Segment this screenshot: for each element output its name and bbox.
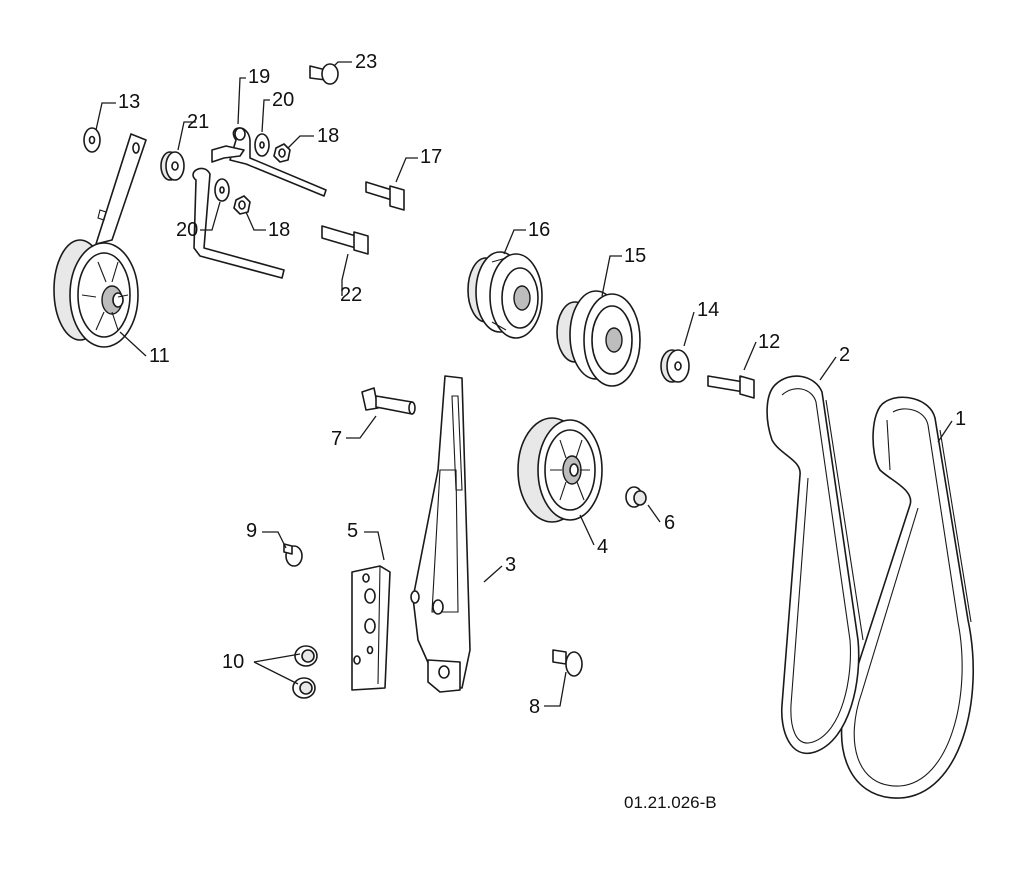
bolt-7 [361,387,416,415]
callout-4: 4 [597,536,608,558]
callout-20-upper: 20 [272,89,294,111]
callout-1: 1 [955,408,966,430]
callout-19: 19 [248,66,270,88]
v-pulley-16 [467,251,543,339]
nut-18-lower [233,195,251,215]
callout-labels: 1 2 3 4 5 6 7 8 9 10 11 12 13 14 15 16 1… [118,51,966,718]
bolt-17 [365,181,405,211]
idler-bracket-3 [410,375,471,693]
callout-11: 11 [149,345,170,367]
bracket-plate-5 [351,565,391,691]
idler-pulley-4 [517,417,603,523]
bolt-23 [309,63,339,85]
washer-20-upper [254,133,270,157]
nut-18-upper [273,143,291,163]
callout-8: 8 [529,696,540,718]
callout-15: 15 [624,245,646,267]
v-pulley-15 [556,290,641,387]
callout-2: 2 [839,344,850,366]
spacer-14 [660,349,690,383]
callout-7: 7 [331,428,342,450]
rod-19 [192,127,327,279]
bolt-22 [321,225,369,255]
callout-23: 23 [355,51,377,73]
spacer-21 [160,151,185,181]
belt-1 [840,396,974,799]
belt-2 [766,375,864,755]
diagram-reference-code: 01.21.026-B [624,793,717,812]
callout-17: 17 [420,146,442,168]
callout-16: 16 [528,219,550,241]
callout-12: 12 [758,331,780,353]
bolt-8 [552,649,583,677]
callout-22: 22 [340,284,362,306]
callout-6: 6 [664,512,675,534]
callout-9: 9 [246,520,257,542]
washer-20-lower [214,178,230,202]
flange-nut-6 [625,486,647,508]
callout-20-lower: 20 [176,219,198,241]
callout-13: 13 [118,91,140,113]
idler-arm-pulley-11 [53,133,147,348]
flange-nuts-10 [292,645,318,699]
callout-10: 10 [222,651,244,673]
leader-lines [95,61,953,707]
bolt-12 [707,375,755,399]
callout-18-lower: 18 [268,219,290,241]
callout-18-upper: 18 [317,125,339,147]
callout-5: 5 [347,520,358,542]
bolt-9 [283,543,303,567]
callout-14: 14 [697,299,719,321]
callout-21: 21 [187,111,209,133]
washer-13 [83,127,101,153]
callout-3: 3 [505,554,516,576]
